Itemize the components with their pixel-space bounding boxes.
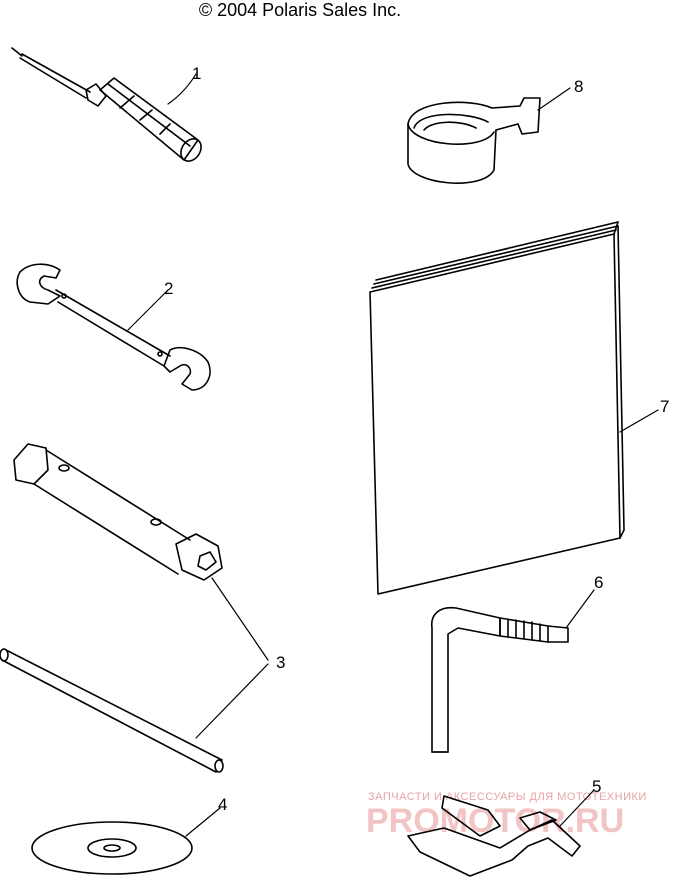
tape-roll-drawing [407,97,541,184]
manual-drawing [369,221,625,595]
callout-1: 1 [192,64,201,83]
tommy-bar-drawing [0,648,224,773]
callout-7: 7 [660,397,669,416]
leader-8 [537,87,571,111]
leader-4 [185,807,221,837]
screwdriver-drawing [11,47,202,162]
leader-3 [195,577,269,739]
leader-7 [619,409,659,433]
open-end-wrench-drawing [16,263,211,391]
hex-key-drawing [431,606,569,753]
watermark-tagline: ЗАПЧАСТИ И АКСЕССУАРЫ ДЛЯ МОТОТЕХНИКИ [368,791,647,803]
callout-numbers: 1 2 3 4 5 6 7 8 [164,64,669,814]
callout-6: 6 [594,573,603,592]
leader-1 [167,73,197,105]
callout-5: 5 [592,777,601,796]
cd-disc-drawing [31,821,193,875]
leader-6 [565,589,595,629]
callout-4: 4 [218,795,227,814]
socket-wrench-drawing [13,443,223,581]
leader-5 [559,789,595,827]
watermark-brand: PROMOTOR.RU [366,802,624,840]
callout-2: 2 [164,279,173,298]
watermark: ЗАПЧАСТИ И АКСЕССУАРЫ ДЛЯ МОТОТЕХНИКИ PR… [366,791,647,840]
leader-lines [127,73,659,837]
callout-8: 8 [574,77,583,96]
callout-3: 3 [276,653,285,672]
spanner-drawing [407,795,581,877]
copyright-notice: © 2004 Polaris Sales Inc. [198,0,402,20]
leader-2 [127,289,169,331]
